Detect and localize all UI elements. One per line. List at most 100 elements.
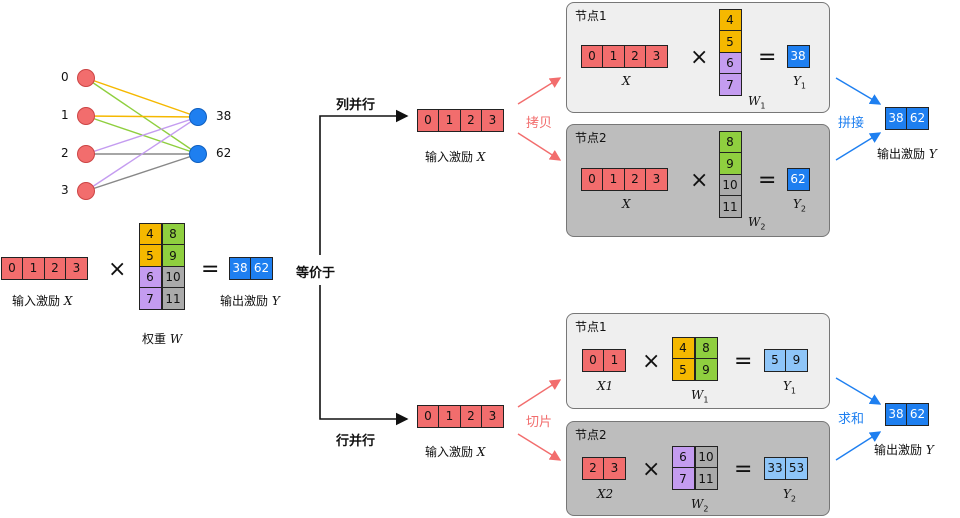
col-node1-y: 38: [786, 44, 810, 68]
y-cell: 5: [763, 348, 787, 372]
x-cell: 3: [481, 404, 504, 428]
nn-output-label: 62: [216, 146, 232, 160]
join-arrows: [835, 77, 882, 461]
equals-sign: =: [734, 457, 753, 482]
w-cell: 8: [161, 222, 185, 246]
x-cell: 0: [416, 108, 440, 132]
nn-output-label: 38: [216, 109, 232, 123]
nn-input-label: 3: [61, 183, 69, 197]
x-cell: 0: [416, 404, 440, 428]
y-cell: 33: [763, 456, 787, 480]
equivalent-label: 等价于: [296, 266, 336, 281]
node-title: 节点2: [575, 131, 607, 145]
node-y-caption: Y1: [783, 379, 797, 396]
x-cell: 1: [602, 167, 625, 191]
left-w-caption: 权重 W: [142, 332, 183, 346]
node-w-caption: W1: [748, 94, 766, 111]
w-cell: 11: [161, 287, 185, 310]
row-node2-y: 33 53: [763, 456, 808, 480]
w-cell: 7: [138, 287, 162, 310]
node-title: 节点1: [575, 320, 607, 334]
x-cell: 2: [623, 44, 647, 68]
node-x-caption: X: [622, 197, 631, 211]
w-cell: 4: [718, 8, 742, 32]
w-cell: 4: [671, 336, 695, 360]
y-cell: 38: [786, 44, 810, 68]
left-x-caption: 输入激励 X: [12, 294, 73, 308]
x-cell: 1: [438, 404, 461, 428]
y-cell: 62: [906, 106, 929, 130]
x-cell: 3: [65, 256, 88, 280]
w-cell: 5: [718, 30, 742, 53]
w-cell: 7: [718, 73, 742, 96]
y-cell: 9: [785, 348, 808, 372]
row-node2-x: 2 3: [581, 456, 626, 480]
node-w-caption: W2: [748, 215, 766, 232]
w-cell: 6: [671, 445, 695, 469]
node-title: 节点2: [575, 428, 607, 442]
nn-input-label: 1: [61, 108, 69, 122]
row-y-vector: 38 62: [884, 402, 929, 426]
w-cell: 5: [138, 244, 162, 267]
w-cell: 6: [138, 265, 162, 289]
left-w-matrix: 4 8 5 9 6 10 7 11: [138, 222, 186, 310]
y-cell: 62: [906, 402, 929, 426]
x-cell: 2: [623, 167, 647, 191]
col-node2-x: 0 1 2 3: [580, 167, 668, 191]
w-cell: 10: [718, 173, 742, 197]
x-cell: 3: [481, 108, 504, 132]
x-cell: 3: [603, 456, 626, 480]
node-y-caption: Y2: [793, 197, 807, 214]
nn-input-label: 0: [61, 70, 69, 84]
w-cell: 7: [671, 467, 695, 490]
row-x-caption: 输入激励 X: [425, 445, 486, 459]
w-cell: 10: [694, 445, 718, 469]
row-node1-w: 4 8 5 9: [671, 336, 719, 381]
y-cell: 62: [250, 256, 273, 280]
split-arrows: [517, 77, 562, 461]
node-y-caption: Y2: [783, 487, 797, 504]
concat-label: 拼接: [838, 116, 865, 131]
col-node2-y: 62: [786, 167, 810, 191]
y-cell: 38: [884, 106, 908, 130]
left-x-vector: 0 1 2 3: [0, 256, 88, 280]
x-cell: 0: [580, 167, 604, 191]
y-cell: 53: [785, 456, 808, 480]
node-x-caption: X1: [597, 379, 614, 393]
node-x-caption: X: [622, 74, 631, 88]
row-parallel-title: 行并行: [336, 434, 376, 449]
equals-sign: =: [734, 349, 753, 374]
node-y-caption: Y1: [793, 74, 807, 91]
x-cell: 1: [22, 256, 45, 280]
node-w-caption: W2: [691, 497, 709, 514]
times-sign: ×: [642, 349, 661, 374]
x-cell: 1: [438, 108, 461, 132]
times-sign: ×: [108, 257, 127, 282]
x-cell: 3: [645, 167, 668, 191]
nn-input-label: 2: [61, 146, 69, 160]
y-cell: 38: [228, 256, 252, 280]
row-y-caption: 输出激励 Y: [874, 443, 934, 457]
nn-output-nodes: [189, 108, 207, 163]
x-cell: 0: [581, 348, 605, 372]
w-cell: 8: [694, 336, 718, 360]
w-cell: 9: [718, 152, 742, 175]
col-node1-w: 4 5 6 7: [718, 8, 742, 96]
col-parallel-title: 列并行: [336, 98, 376, 113]
w-cell: 5: [671, 358, 695, 381]
col-node2-w: 8 9 10 11: [718, 130, 742, 218]
node-title: 节点1: [575, 9, 607, 23]
x-cell: 0: [580, 44, 604, 68]
col-x-vector: 0 1 2 3: [416, 108, 504, 132]
times-sign: ×: [690, 168, 709, 193]
x-cell: 1: [603, 348, 626, 372]
nn-edges: [85, 77, 199, 192]
times-sign: ×: [642, 457, 661, 482]
x-cell: 2: [581, 456, 605, 480]
copy-label: 拷贝: [526, 116, 553, 131]
w-cell: 8: [718, 130, 742, 154]
nn-input-nodes: [77, 69, 95, 200]
row-x-vector: 0 1 2 3: [416, 404, 504, 428]
col-x-caption: 输入激励 X: [425, 150, 486, 164]
